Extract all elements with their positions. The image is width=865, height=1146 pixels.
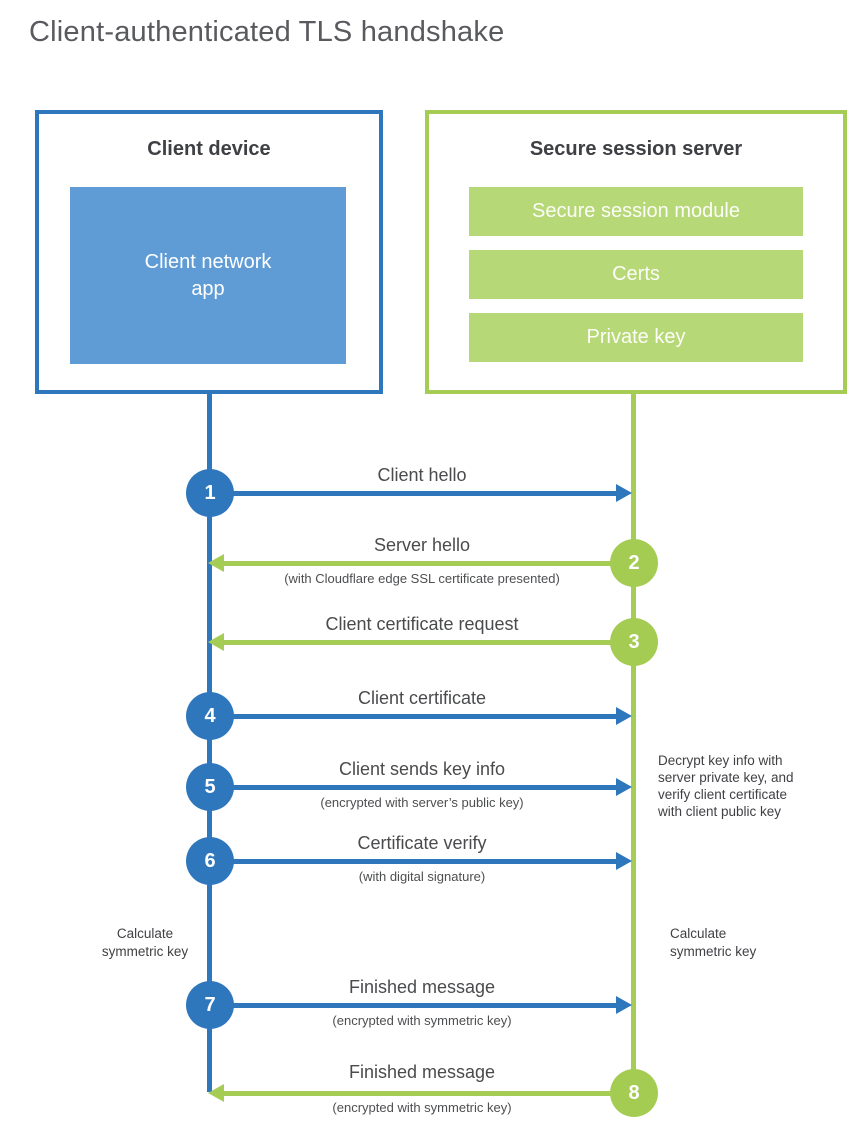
server-decrypt-note-line1: Decrypt key info with [658,753,783,768]
step-6-number: 6 [204,849,216,872]
secure-session-server-title: Secure session server [529,138,743,160]
step-1-label: Client hello [377,465,467,485]
client-calc-note-line1: Calculate [116,926,174,941]
server-module-secure-session: Secure session module [469,187,803,236]
step-2-arrowhead-icon [208,554,224,572]
server-lifeline [631,392,636,1093]
step-7-sublabel: (encrypted with symmetric key) [332,1013,512,1028]
step-8-arrowhead-icon [208,1084,224,1102]
secure-session-server-box: Secure session server Secure session mod… [425,110,847,394]
client-lifeline [207,392,212,1092]
client-app-line2: app [191,277,225,300]
step-5-number: 5 [204,775,216,798]
client-app-line1: Client network [144,250,272,273]
step-4-label: Client certificate [357,688,487,708]
client-network-app-box: Client network app [70,187,346,364]
step-8-label: Finished message [348,1062,496,1082]
step-5-arrow-line [210,785,617,790]
step-2-label: Server hello [373,535,471,555]
server-calculate-symmetric-key-note: Calculate symmetric key [670,925,820,960]
server-decrypt-note-line2: server private key, and [658,770,794,785]
step-4-arrow-line [210,714,617,719]
page-title: Client-authenticated TLS handshake [29,16,505,48]
step-7-arrow-line [210,1003,617,1008]
step-4-number: 4 [204,704,216,727]
step-3-number: 3 [628,630,640,653]
step-1-number: 1 [204,481,216,504]
step-5-label: Client sends key info [338,759,506,779]
step-1-arrowhead-icon [616,484,632,502]
step-1-badge: 1 [186,469,234,517]
server-calc-note-line1: Calculate [670,926,727,941]
server-decrypt-note-line3: verify client certificate [658,787,788,802]
step-4-arrowhead-icon [616,707,632,725]
step-2-badge: 2 [610,539,658,587]
step-8-sublabel: (encrypted with symmetric key) [332,1100,512,1115]
step-2-arrow-line [224,561,634,566]
step-7-badge: 7 [186,981,234,1029]
step-6-label: Certificate verify [357,833,487,853]
step-5-badge: 5 [186,763,234,811]
step-6-sublabel: (with digital signature) [358,869,486,884]
step-6-arrowhead-icon [616,852,632,870]
step-7-arrowhead-icon [616,996,632,1014]
step-8-number: 8 [628,1081,640,1104]
step-7-number: 7 [204,993,216,1016]
step-3-arrow-line [224,640,634,645]
step-2-number: 2 [628,551,640,574]
server-calc-note-line2: symmetric key [670,943,757,959]
server-module-certs: Certs [469,250,803,299]
step-8-badge: 8 [610,1069,658,1117]
step-4-badge: 4 [186,692,234,740]
step-6-badge: 6 [186,837,234,885]
step-1-arrow-line [210,491,617,496]
step-8-arrow-line [224,1091,634,1096]
step-7-label: Finished message [348,977,496,997]
step-3-arrowhead-icon [208,633,224,651]
step-3-badge: 3 [610,618,658,666]
step-3-label: Client certificate request [325,614,519,634]
server-decrypt-note: Decrypt key info with server private key… [658,752,865,820]
client-device-title: Client device [147,138,271,160]
step-6-arrow-line [210,859,617,864]
server-decrypt-note-line4: with client public key [658,804,782,819]
server-module-private-key: Private key [469,313,803,362]
client-calculate-symmetric-key-note: Calculate symmetric key [70,925,220,960]
client-calc-note-line2: symmetric key [101,943,189,959]
step-5-arrowhead-icon [616,778,632,796]
step-2-sublabel: (with Cloudflare edge SSL certificate pr… [284,571,560,586]
client-device-box: Client device Client network app [35,110,383,394]
step-5-sublabel: (encrypted with server’s public key) [320,795,524,810]
